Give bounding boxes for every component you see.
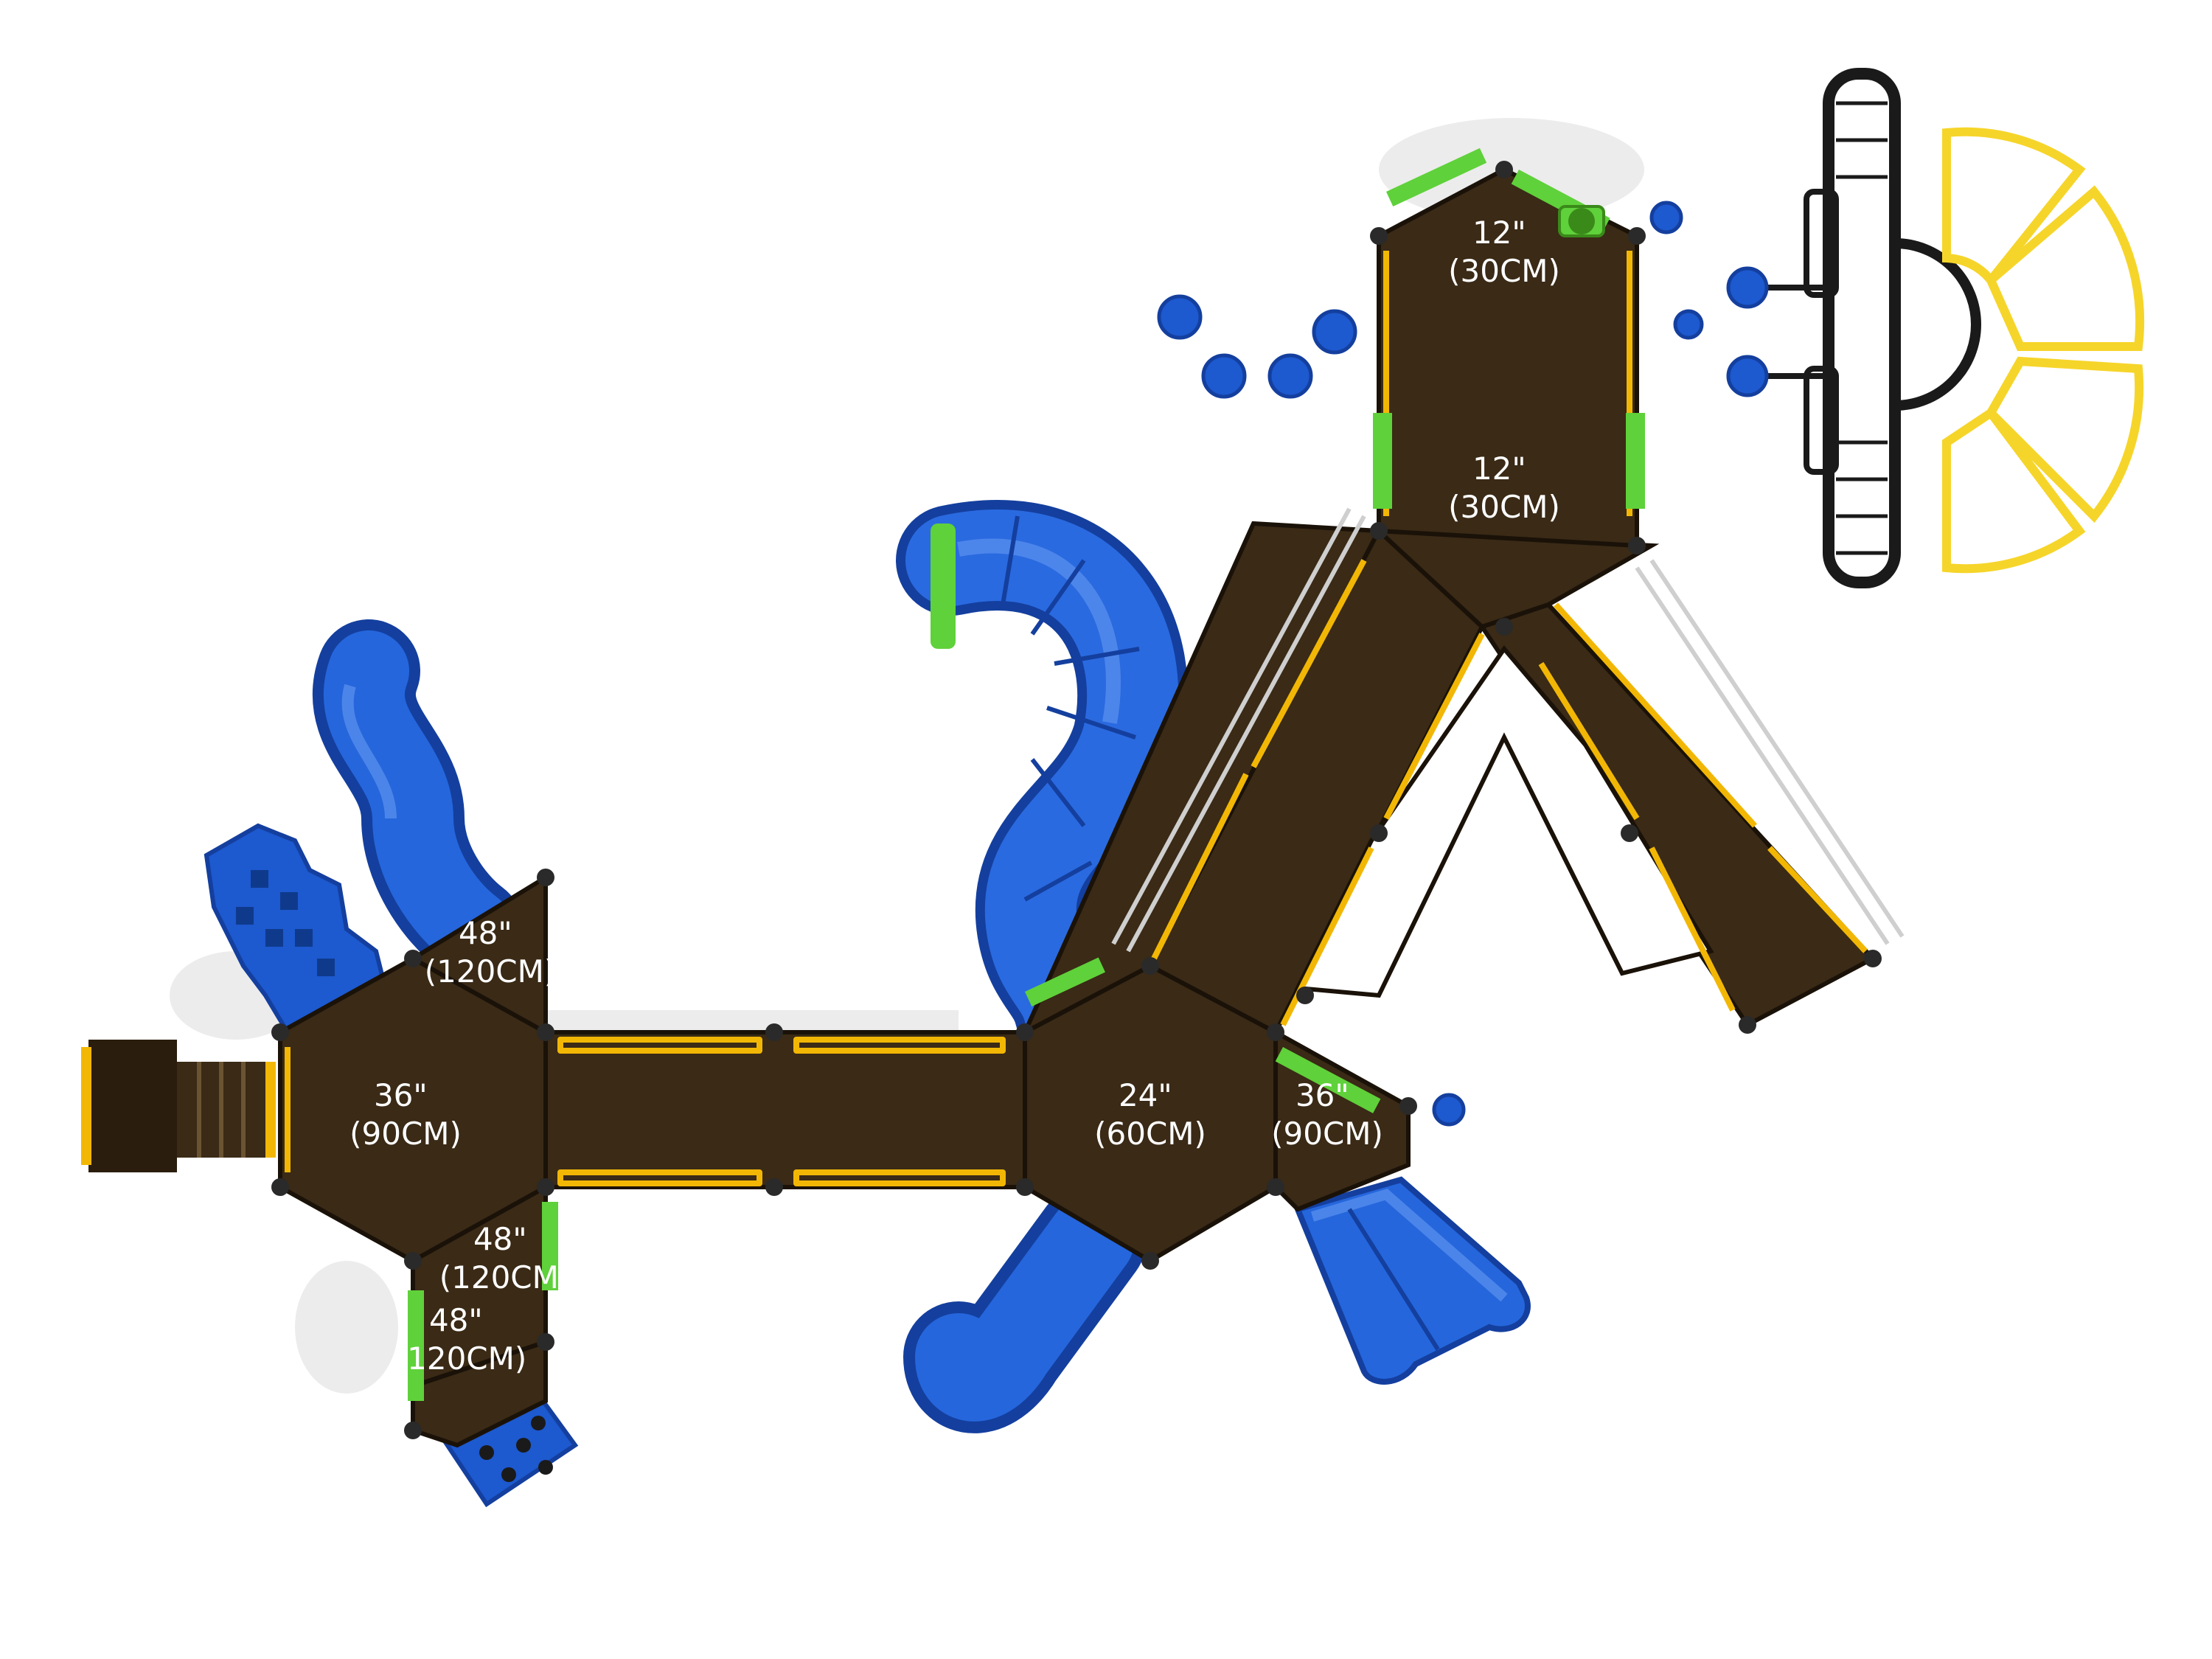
height-label-top-mid: 12" (30CM) — [1448, 451, 1560, 525]
slide-bottom-center — [903, 1183, 1147, 1433]
entry-steps-left — [81, 1040, 276, 1172]
wavy-slide-left — [313, 619, 524, 981]
height-label-right-deck: 36" (90CM) — [1271, 1077, 1383, 1152]
height-label-top-tip: 12" (30CM) — [1448, 215, 1560, 289]
stepping-posts — [1157, 201, 1683, 1127]
height-labels: 12" (30CM) 12" (30CM) 36" (90CM) 48" (12… — [349, 215, 1560, 1377]
yellow-web-climbers — [1942, 127, 2145, 574]
panel-climber-left — [204, 823, 386, 1035]
tube-slide — [896, 500, 1189, 1065]
spinner-climber — [1673, 68, 1981, 588]
v-notch-cutout — [1294, 645, 1714, 998]
railing-diagonal — [1111, 507, 1905, 953]
steering-wheel — [1558, 205, 1605, 237]
height-label-left-hex: 36" (90CM) — [349, 1077, 462, 1152]
deck-posts — [271, 161, 1882, 1439]
bridge-left — [543, 1030, 1027, 1189]
height-label-upper-left: 48" (120CM) — [425, 915, 557, 990]
height-label-center-hex: 24" (60CM) — [1094, 1077, 1206, 1152]
ground-shadows — [170, 118, 1644, 1394]
main-deck — [278, 167, 1877, 1448]
double-slide-bottom-right — [1293, 1176, 1531, 1385]
height-label-lower-left-1: 48" (120CM) — [439, 1221, 571, 1295]
height-label-lower-left-2: 48" (120CM) — [395, 1302, 527, 1377]
upper-left-deck — [408, 873, 548, 1037]
tube-slide-entry-panel — [931, 524, 956, 649]
